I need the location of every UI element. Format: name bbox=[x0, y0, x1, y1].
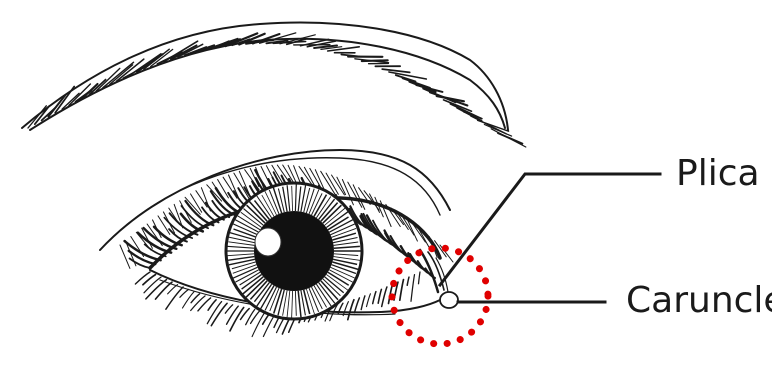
plica-leader-line bbox=[440, 174, 660, 285]
highlight-dotted-circle bbox=[392, 248, 488, 344]
caruncle-shape bbox=[440, 292, 458, 308]
eyebrow bbox=[22, 23, 526, 148]
caruncle-label: Caruncle bbox=[626, 283, 772, 319]
plica-label: Plica bbox=[676, 156, 760, 192]
iris bbox=[226, 183, 362, 319]
eye-highlight bbox=[255, 228, 281, 256]
